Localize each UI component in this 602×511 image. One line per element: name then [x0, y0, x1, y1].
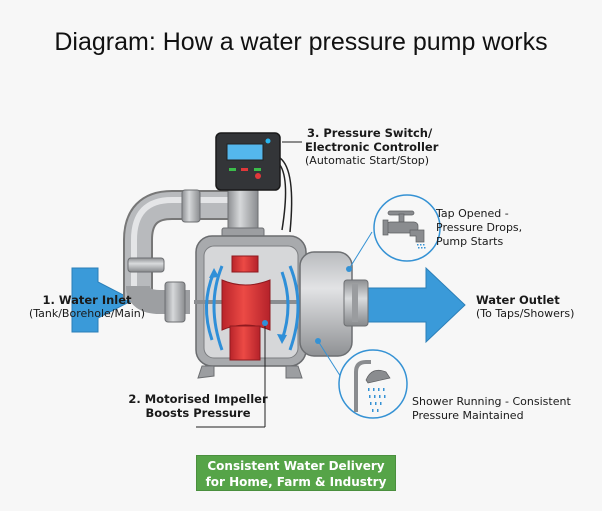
impeller-label: 2. Motorised Impeller Boosts Pressure [128, 392, 268, 420]
motor [299, 251, 369, 357]
callout-lines [196, 141, 302, 428]
banner-line2: for Home, Farm & Industry [205, 475, 387, 489]
controller-label-line1: 3. Pressure Switch/ [307, 126, 433, 140]
shower-label: Shower Running - Consistent Pressure Mai… [412, 395, 602, 423]
tap-label: Tap Opened - Pressure Drops, Pump Starts [436, 207, 596, 249]
shower-callout [315, 338, 408, 419]
inlet-label: 1. Water Inlet (Tank/Borehole/Main) [12, 293, 162, 321]
tap-label-line3: Pump Starts [436, 235, 504, 248]
tap-label-line1: Tap Opened - [436, 207, 509, 220]
controller-label-sub: (Automatic Start/Stop) [305, 154, 430, 167]
inlet-label-sub: (Tank/Borehole/Main) [28, 307, 146, 320]
controller-box [215, 132, 293, 233]
tap-label-line2: Pressure Drops, [436, 221, 523, 234]
tap-icon [382, 210, 425, 243]
inlet-pipe [123, 189, 250, 323]
shower-label-line2: Pressure Maintained [412, 409, 524, 422]
controller-label-line2: Electronic Controller [305, 140, 439, 154]
outlet-arrow [367, 266, 466, 344]
inlet-label-heading: 1. Water Inlet [42, 293, 132, 307]
shower-icon [354, 360, 391, 412]
shower-label-line1: Shower Running - Consistent [412, 395, 571, 408]
outlet-label: Water Outlet (To Taps/Showers) [476, 293, 602, 321]
banner-line1: Consistent Water Delivery [207, 459, 385, 473]
impeller-label-line1: 2. Motorised Impeller [128, 392, 268, 406]
controller-label: 3. Pressure Switch/ Electronic Controlle… [305, 126, 485, 168]
flow-arrows [204, 265, 300, 351]
outlet-label-sub: (To Taps/Showers) [476, 307, 575, 320]
inlet-arrow [71, 267, 135, 333]
impeller [221, 255, 271, 361]
impeller-label-line2: Boosts Pressure [145, 406, 251, 420]
page-title: Diagram: How a water pressure pump works [54, 28, 548, 56]
summary-banner: Consistent Water Delivery for Home, Farm… [196, 455, 396, 491]
tap-callout [346, 194, 441, 272]
outlet-label-heading: Water Outlet [476, 293, 560, 307]
